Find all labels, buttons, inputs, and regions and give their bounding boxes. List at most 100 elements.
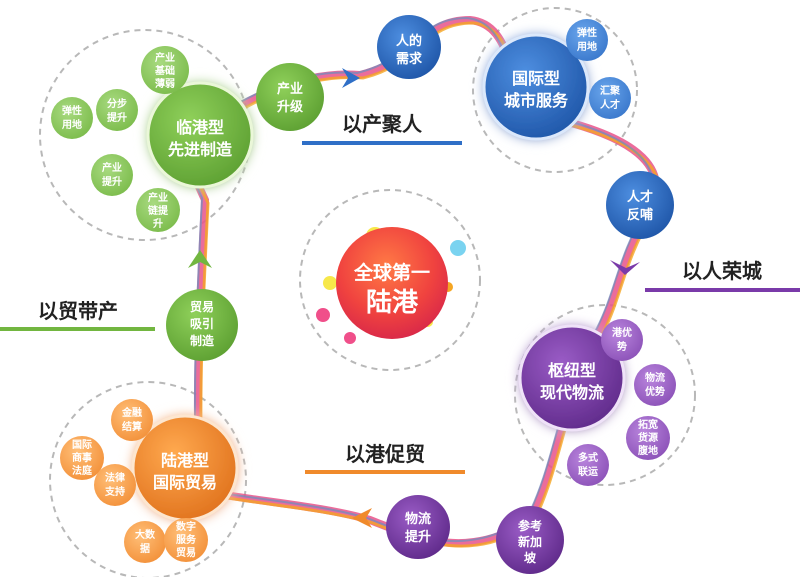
svg-text:链提: 链提 [147, 204, 169, 217]
heading-left: 以贸带产 [38, 299, 118, 323]
cluster-ring-city-services [472, 7, 638, 173]
satellite-manufacturing-chain-upgrade: 产业 链提 升 [136, 188, 180, 232]
cluster-ring-logistics [514, 304, 696, 486]
hub-logistics: 枢纽型 现代物流 [518, 324, 626, 432]
svg-text:腹地: 腹地 [638, 444, 658, 457]
svg-text:金融: 金融 [121, 406, 142, 419]
center-line-1: 全球第一 [353, 261, 430, 284]
heading-top: 以产聚人 [342, 112, 423, 136]
svg-text:数字: 数字 [176, 520, 196, 533]
svg-text:薄弱: 薄弱 [155, 77, 175, 90]
svg-text:港优: 港优 [612, 326, 632, 339]
satellite-logistics-advantage: 物流 优势 [634, 364, 676, 406]
svg-text:现代物流: 现代物流 [540, 383, 604, 402]
svg-text:提升: 提升 [107, 111, 127, 124]
satellite-manufacturing-stepwise: 分步 提升 [96, 89, 138, 131]
satellite-manufacturing-weak-base: 产业 基础 薄弱 [141, 46, 189, 94]
svg-text:反哺: 反哺 [627, 207, 653, 223]
svg-text:参考: 参考 [518, 518, 542, 533]
svg-text:用地: 用地 [61, 118, 82, 131]
satellite-trade-digital: 数字 服务 贸易 [164, 518, 208, 562]
svg-text:国际型: 国际型 [512, 69, 560, 88]
svg-text:货源: 货源 [638, 431, 658, 444]
svg-text:吸引: 吸引 [190, 317, 214, 331]
satellite-trade-big-data: 大数 据 [124, 521, 166, 563]
svg-text:大数: 大数 [135, 528, 156, 541]
heading-bottom: 以港促贸 [345, 442, 425, 466]
heading-underline-left [0, 327, 155, 331]
svg-text:产业: 产业 [155, 51, 175, 64]
link-node-talent-demand: 人的 需求 [377, 15, 441, 79]
svg-text:国际: 国际 [72, 439, 92, 451]
svg-text:法庭: 法庭 [72, 464, 93, 477]
svg-text:优势: 优势 [645, 385, 665, 398]
svg-text:弹性: 弹性 [62, 104, 82, 117]
chevron-arrow-icon [188, 250, 212, 268]
satellite-trade-court: 国际 商事 法庭 [60, 436, 104, 480]
svg-text:贸易: 贸易 [190, 299, 214, 314]
link-node-logistics-upgrade: 物流 提升 [386, 495, 450, 559]
heading-underline-bottom [305, 470, 465, 474]
satellite-logistics-hinterland: 拓宽 货源 腹地 [626, 416, 670, 460]
svg-text:商事: 商事 [72, 451, 92, 464]
svg-text:服务: 服务 [176, 533, 197, 546]
cluster-ring-center [299, 189, 481, 371]
satellite-city-flexible-land: 弹性 用地 [566, 19, 608, 61]
hub-city-services: 国际型 城市服务 [482, 33, 590, 141]
svg-text:联运: 联运 [578, 465, 598, 478]
center-hub-circle [336, 227, 448, 339]
svg-text:枢纽型: 枢纽型 [548, 361, 596, 380]
link-node-trade-attract: 贸易 吸引 制造 [166, 289, 238, 361]
svg-text:多式: 多式 [578, 451, 598, 464]
svg-text:支持: 支持 [104, 485, 125, 498]
svg-text:据: 据 [140, 542, 150, 555]
satellite-manufacturing-industry-upgrade: 产业 提升 [91, 154, 133, 196]
satellite-logistics-port-advantage: 港优 势 [601, 319, 643, 361]
chevron-arrow-icon [342, 68, 360, 88]
satellite-city-gather-talent: 汇聚 人才 [589, 77, 631, 119]
svg-text:人才: 人才 [627, 189, 653, 205]
svg-text:提升: 提升 [405, 529, 431, 545]
svg-text:新加: 新加 [518, 534, 542, 549]
svg-text:人的: 人的 [396, 33, 422, 49]
heading-underline-right [645, 288, 800, 292]
chevron-arrow-icon [610, 260, 640, 275]
link-node-talent-return: 人才 反哺 [606, 171, 674, 239]
svg-text:贸易: 贸易 [176, 546, 196, 559]
heading-right: 以人荣城 [682, 259, 762, 283]
svg-text:结算: 结算 [122, 420, 142, 433]
svg-text:升级: 升级 [277, 99, 304, 115]
svg-text:城市服务: 城市服务 [504, 91, 569, 110]
svg-text:人才: 人才 [600, 98, 620, 111]
svg-text:用地: 用地 [576, 40, 597, 53]
svg-text:拓宽: 拓宽 [638, 418, 658, 431]
svg-text:汇聚: 汇聚 [600, 84, 621, 97]
svg-text:产业: 产业 [277, 81, 303, 97]
chevron-arrow-icon [352, 508, 372, 528]
satellite-manufacturing-flexible-land: 弹性 用地 [51, 97, 93, 139]
svg-text:提升: 提升 [102, 175, 122, 188]
satellite-trade-legal: 法律 支持 [94, 464, 136, 506]
svg-text:坡: 坡 [524, 550, 537, 565]
svg-text:升: 升 [153, 217, 163, 230]
hub-trade: 陆港型 国际贸易 [131, 414, 239, 522]
center-line-2: 陆港 [366, 287, 419, 318]
svg-text:产业: 产业 [102, 161, 122, 174]
svg-text:物流: 物流 [405, 511, 431, 527]
svg-text:基础: 基础 [154, 64, 175, 77]
svg-text:陆港型: 陆港型 [161, 451, 209, 470]
svg-text:需求: 需求 [396, 51, 423, 67]
hub-manufacturing: 临港型 先进制造 [146, 81, 254, 189]
svg-text:先进制造: 先进制造 [168, 140, 233, 159]
svg-text:势: 势 [617, 340, 627, 353]
svg-text:制造: 制造 [190, 333, 215, 348]
heading-underline-top [302, 141, 462, 145]
svg-text:分步: 分步 [107, 97, 127, 110]
svg-text:法律: 法律 [105, 471, 125, 484]
link-node-industry-upgrade: 产业 升级 [256, 63, 324, 131]
cluster-ring-trade [49, 381, 247, 577]
satellite-trade-finance: 金融 结算 [111, 399, 153, 441]
svg-text:弹性: 弹性 [577, 26, 597, 39]
svg-text:物流: 物流 [645, 371, 665, 384]
